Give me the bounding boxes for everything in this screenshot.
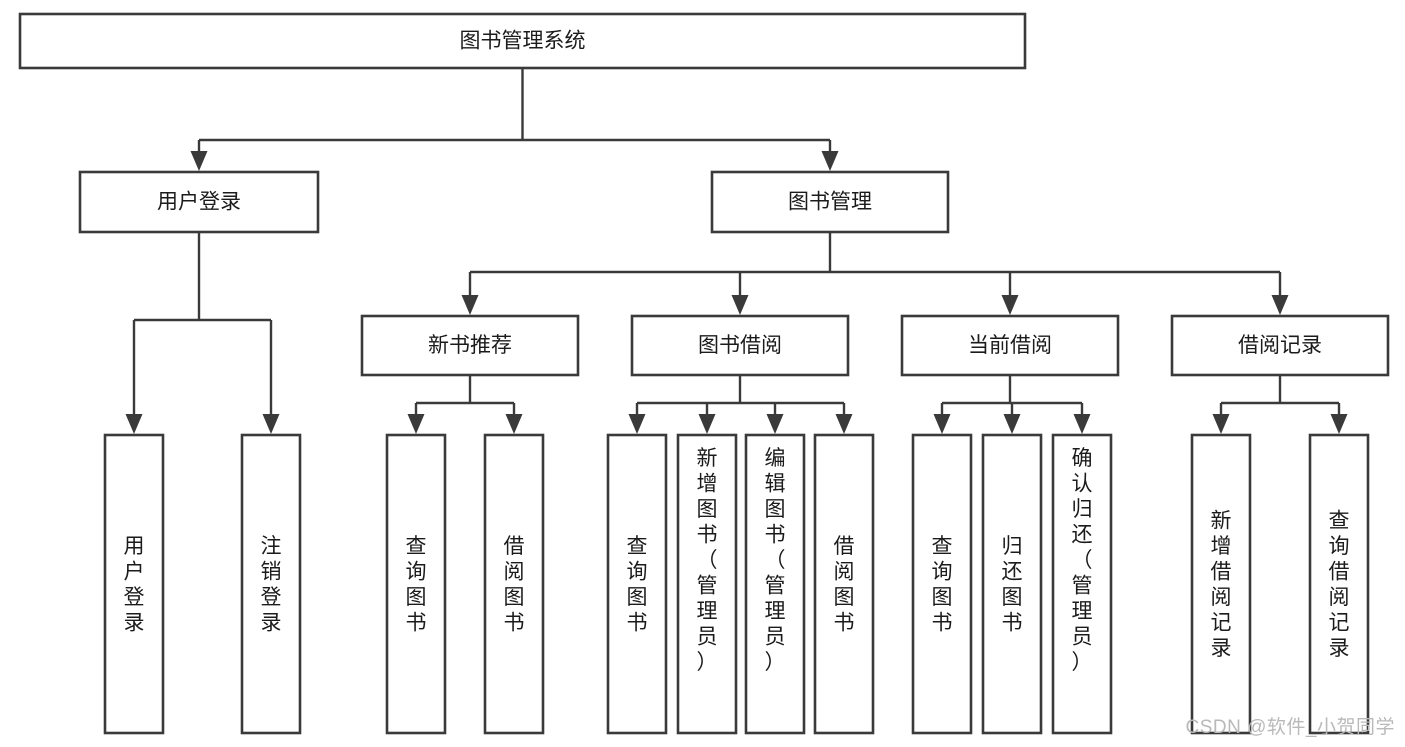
node-label-borrow-record: 借阅记录 <box>1238 334 1322 357</box>
node-box-leaf-query-record <box>1308 433 1370 735</box>
node-box-leaf-user-login <box>103 433 165 735</box>
node-box-leaf-user-logout <box>240 433 302 735</box>
node-leaf-borrow-book-1[interactable]: 借阅图书 <box>483 433 545 735</box>
node-new-book-recommend[interactable]: 新书推荐 <box>360 314 580 377</box>
connector-layer <box>125 68 1348 434</box>
node-leaf-add-book[interactable]: 新增图书（管理员） <box>676 433 738 735</box>
arrow-icon-leaf-query-book-2 <box>628 414 646 434</box>
node-label-leaf-add-record: 新增借阅记录 <box>1211 510 1232 661</box>
node-label-book-manage: 图书管理 <box>788 191 872 214</box>
arrow-icon-book-borrow <box>731 295 749 315</box>
node-label-new-book-recommend: 新书推荐 <box>428 334 512 357</box>
arrow-icon-leaf-edit-book <box>766 414 784 434</box>
node-leaf-user-logout[interactable]: 注销登录 <box>240 433 302 735</box>
arrow-icon-leaf-query-book-1 <box>407 414 425 434</box>
arrow-icon-leaf-borrow-book-1 <box>505 414 523 434</box>
node-label-user-login: 用户登录 <box>157 191 241 214</box>
node-leaf-query-book-1[interactable]: 查询图书 <box>385 433 447 735</box>
node-layer: 图书管理系统用户登录用户登录注销登录图书管理新书推荐查询图书借阅图书图书借阅查询… <box>18 12 1390 735</box>
watermark: CSDN @软件_小贺同学 <box>1185 717 1395 738</box>
node-box-leaf-borrow-book-1 <box>483 433 545 735</box>
arrow-icon-user-login <box>190 151 208 171</box>
node-label-leaf-query-record: 查询借阅记录 <box>1329 510 1350 661</box>
node-leaf-confirm-return[interactable]: 确认归还（管理员） <box>1051 433 1113 735</box>
node-box-leaf-add-book <box>676 433 738 735</box>
node-label-leaf-query-book-2: 查询图书 <box>627 535 648 635</box>
node-leaf-query-record[interactable]: 查询借阅记录 <box>1308 433 1370 735</box>
node-label-leaf-confirm-return: 确认归还（管理员） <box>1072 447 1093 674</box>
node-box-book-manage <box>710 170 950 234</box>
arrow-icon-new-book-recommend <box>461 295 479 315</box>
node-leaf-query-book-2[interactable]: 查询图书 <box>606 433 668 735</box>
arrow-icon-leaf-user-logout <box>262 414 280 434</box>
node-box-leaf-query-book-2 <box>606 433 668 735</box>
arrow-icon-book-manage <box>821 151 839 171</box>
node-label-leaf-add-book: 新增图书（管理员） <box>697 447 718 674</box>
node-borrow-record[interactable]: 借阅记录 <box>1170 314 1390 377</box>
arrow-icon-leaf-query-book-3 <box>933 414 951 434</box>
node-box-leaf-return-book <box>981 433 1043 735</box>
node-label-book-borrow: 图书借阅 <box>698 334 782 357</box>
node-box-root <box>18 12 1027 70</box>
node-label-leaf-user-login: 用户登录 <box>124 535 145 635</box>
node-leaf-query-book-3[interactable]: 查询图书 <box>911 433 973 735</box>
node-label-current-borrow: 当前借阅 <box>968 334 1052 357</box>
node-label-root: 图书管理系统 <box>460 30 586 53</box>
node-box-user-login <box>78 170 320 234</box>
node-box-current-borrow <box>900 314 1120 377</box>
arrow-icon-leaf-add-book <box>698 414 716 434</box>
arrow-icon-leaf-query-record <box>1330 414 1348 434</box>
node-label-leaf-edit-book: 编辑图书（管理员） <box>765 447 786 674</box>
node-current-borrow[interactable]: 当前借阅 <box>900 314 1120 377</box>
node-leaf-edit-book[interactable]: 编辑图书（管理员） <box>744 433 806 735</box>
node-root[interactable]: 图书管理系统 <box>18 12 1027 70</box>
node-leaf-user-login[interactable]: 用户登录 <box>103 433 165 735</box>
node-box-borrow-record <box>1170 314 1390 377</box>
node-box-leaf-query-book-3 <box>911 433 973 735</box>
node-label-leaf-query-book-3: 查询图书 <box>932 535 953 635</box>
node-label-leaf-query-book-1: 查询图书 <box>406 535 427 635</box>
node-leaf-return-book[interactable]: 归还图书 <box>981 433 1043 735</box>
node-box-leaf-confirm-return <box>1051 433 1113 735</box>
node-box-leaf-borrow-book-2 <box>813 433 875 735</box>
node-label-leaf-borrow-book-1: 借阅图书 <box>504 535 525 635</box>
arrow-icon-leaf-return-book <box>1003 414 1021 434</box>
arrow-icon-leaf-confirm-return <box>1073 414 1091 434</box>
node-leaf-add-record[interactable]: 新增借阅记录 <box>1190 433 1252 735</box>
node-user-login[interactable]: 用户登录 <box>78 170 320 234</box>
node-box-leaf-query-book-1 <box>385 433 447 735</box>
node-box-leaf-add-record <box>1190 433 1252 735</box>
node-label-leaf-borrow-book-2: 借阅图书 <box>834 535 855 635</box>
arrow-icon-leaf-add-record <box>1212 414 1230 434</box>
node-label-leaf-return-book: 归还图书 <box>1002 535 1023 635</box>
node-box-leaf-edit-book <box>744 433 806 735</box>
node-book-borrow[interactable]: 图书借阅 <box>630 314 850 377</box>
arrow-icon-borrow-record <box>1271 295 1289 315</box>
node-box-book-borrow <box>630 314 850 377</box>
arrow-icon-leaf-borrow-book-2 <box>835 414 853 434</box>
arrow-icon-leaf-user-login <box>125 414 143 434</box>
node-leaf-borrow-book-2[interactable]: 借阅图书 <box>813 433 875 735</box>
node-book-manage[interactable]: 图书管理 <box>710 170 950 234</box>
node-box-new-book-recommend <box>360 314 580 377</box>
node-label-leaf-user-logout: 注销登录 <box>261 535 282 635</box>
arrow-icon-current-borrow <box>1001 295 1019 315</box>
